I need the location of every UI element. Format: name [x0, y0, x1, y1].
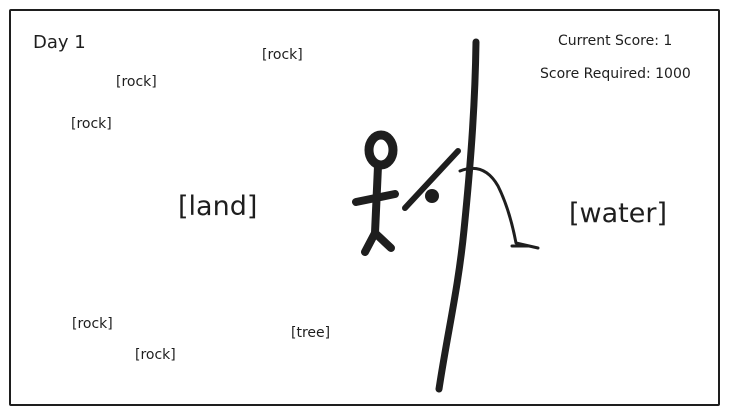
- tree-object[interactable]: [tree]: [291, 325, 331, 341]
- day-counter: Day 1: [33, 32, 86, 53]
- stick-figure-icon[interactable]: [352, 130, 399, 256]
- land-region: [land]: [178, 191, 258, 222]
- rock-object[interactable]: [rock]: [116, 74, 157, 90]
- shoreline-line: [435, 38, 480, 393]
- rock-object[interactable]: [rock]: [135, 347, 176, 363]
- rock-object[interactable]: [rock]: [71, 116, 112, 132]
- fishing-rod-icon: [402, 148, 461, 211]
- rock-object[interactable]: [rock]: [72, 316, 113, 332]
- water-region: [water]: [569, 198, 667, 229]
- score-required: Score Required: 1000: [540, 66, 691, 82]
- current-score: Current Score: 1: [558, 33, 673, 49]
- rock-object[interactable]: [rock]: [262, 47, 303, 63]
- game-canvas[interactable]: [9, 9, 720, 406]
- fishing-line-hook-icon: [458, 166, 540, 250]
